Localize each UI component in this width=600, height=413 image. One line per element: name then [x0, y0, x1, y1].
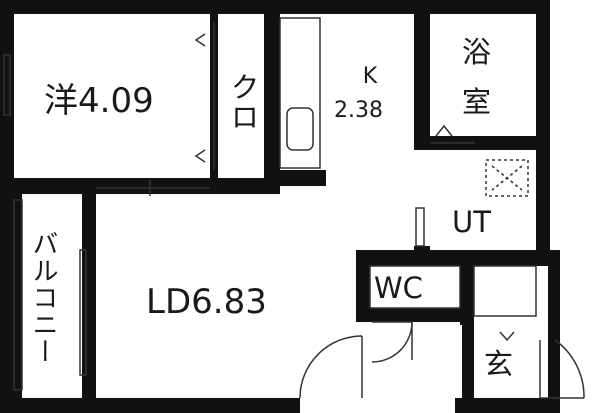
living-dining-label: LD6.83 — [146, 282, 267, 322]
utility-label: UT — [452, 205, 491, 239]
kitchen-label: K — [362, 64, 378, 89]
closet-label: クロ — [226, 72, 260, 132]
bath-label-top: 浴 — [462, 35, 492, 69]
balcony-label: バルコニー — [28, 230, 58, 365]
bath-label-bottom: 室 — [462, 85, 492, 119]
outer-walls — [0, 0, 560, 413]
toilet-label: WC — [374, 271, 423, 305]
fine-lines — [3, 17, 585, 399]
western-room-label: 洋4.09 — [44, 81, 154, 121]
kitchen-size-label: 2.38 — [334, 98, 383, 123]
entrance-label: 玄 — [484, 347, 514, 381]
